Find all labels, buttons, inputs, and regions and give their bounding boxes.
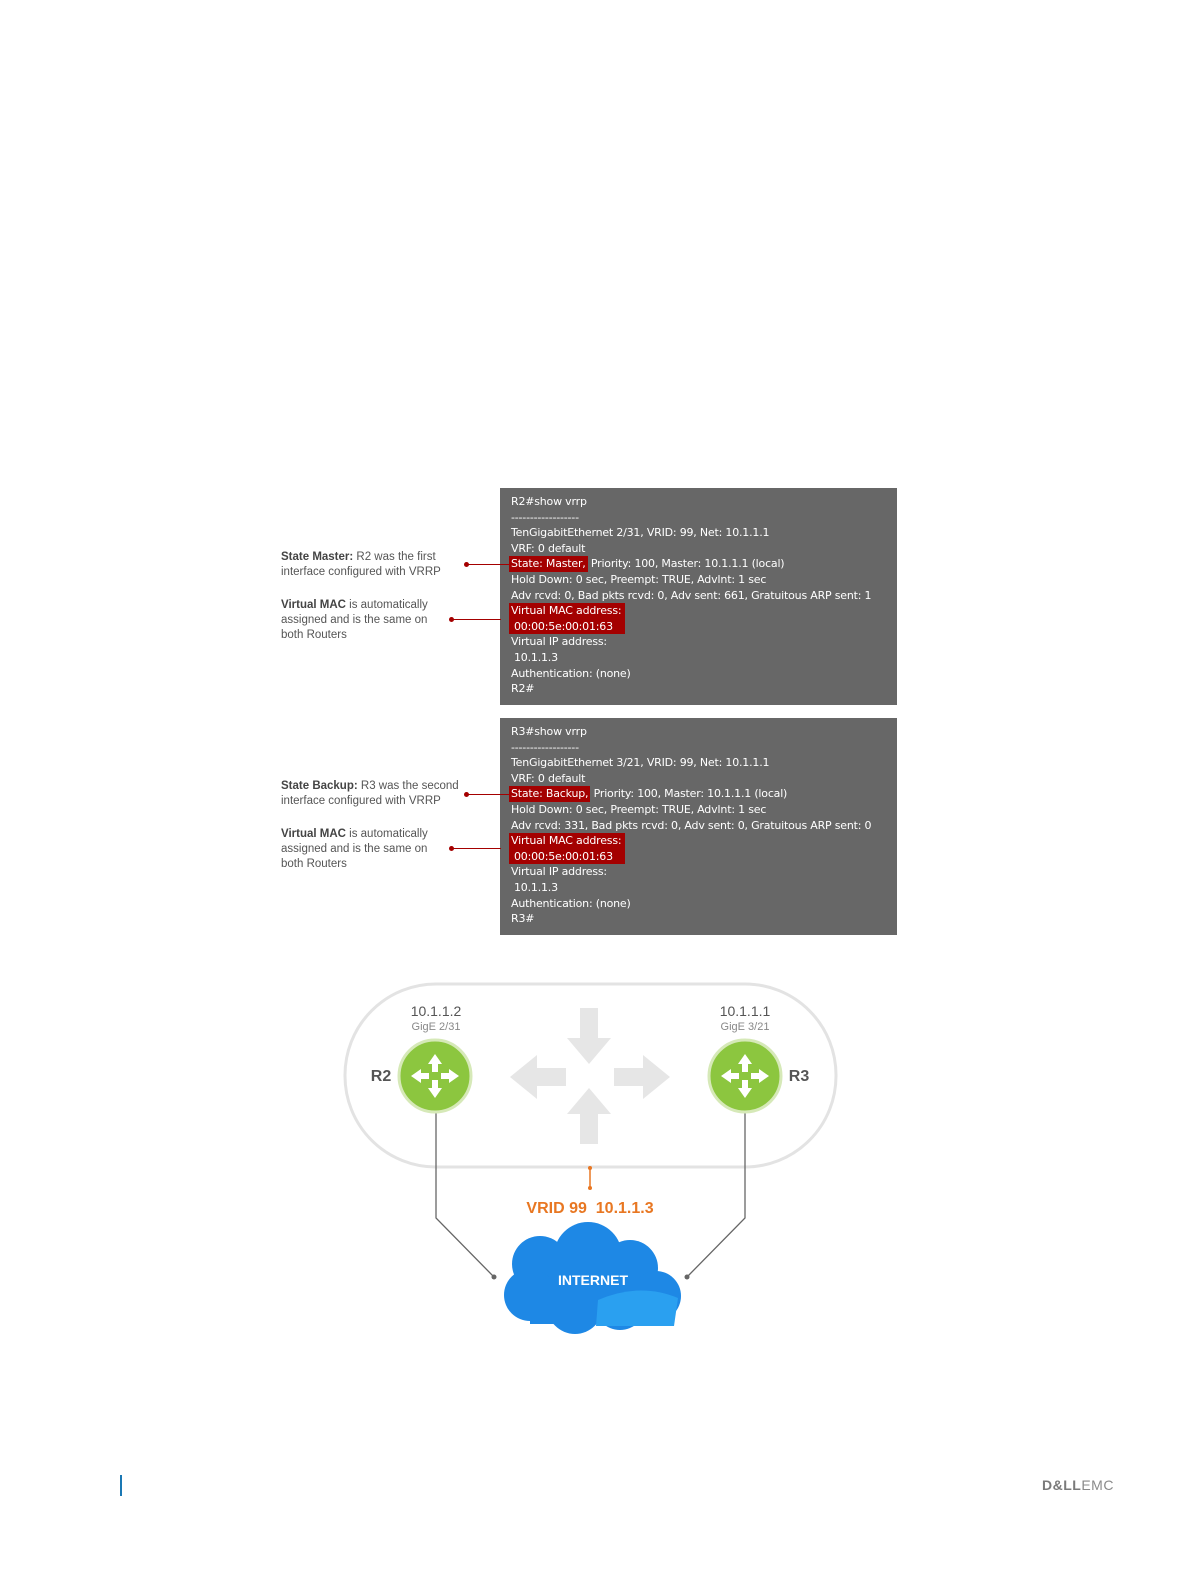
- r3-auth: Authentication: (none): [511, 896, 631, 910]
- callout-title: State Backup:: [281, 780, 358, 792]
- r3-adv: Adv rcvd: 331, Bad pkts rcvd: 0, Adv sen…: [511, 818, 872, 832]
- callout-text: both Routers: [281, 629, 347, 641]
- r2-state-rest: Priority: 100, Master: 10.1.1.1 (local): [587, 557, 785, 571]
- callout-text: assigned and is the same on: [281, 614, 428, 626]
- page-footer-bar: [120, 1475, 122, 1496]
- callout-text: interface configured with VRRP: [281, 566, 441, 578]
- r3-ip-label: 10.1.1.1: [720, 1003, 771, 1019]
- r3-interface: TenGigabitEthernet 3/21, VRID: 99, Net: …: [511, 756, 770, 770]
- logo-emc: EMC: [1081, 1477, 1114, 1493]
- r3-port-label: GigE 3/21: [721, 1021, 770, 1033]
- callout-text: interface configured with VRRP: [281, 795, 441, 807]
- r2-prompt: R2#show vrrp: [511, 495, 587, 508]
- r2-state-highlight: State: Master,: [509, 556, 588, 572]
- r3-vmac-highlight: Virtual MAC address: 00:00:5e:00:01:63: [509, 833, 626, 865]
- r3-end-prompt: R3#: [511, 912, 535, 926]
- r2-vip-label: Virtual IP address:: [511, 635, 607, 649]
- r3-state-highlight: State: Backup,: [509, 786, 591, 802]
- callout-text: assigned and is the same on: [281, 843, 428, 855]
- r3-state-rest: Priority: 100, Master: 10.1.1.1 (local): [590, 787, 788, 801]
- r3-uplink-dot: [684, 1274, 690, 1280]
- callout-state-master: State Master: R2 was the first interface…: [281, 550, 471, 580]
- r3-router-icon: [707, 1038, 783, 1114]
- r2-dashes: ------------------: [511, 510, 579, 524]
- callout-text: R2 was the first: [353, 551, 436, 563]
- leader-line-vmac-r2: [452, 619, 501, 620]
- r2-vmac-label: Virtual MAC address:: [511, 604, 622, 618]
- r3-uplink-line: [686, 1110, 746, 1278]
- internet-cloud-icon: [504, 1222, 681, 1334]
- r3-vmac-label: Virtual MAC address:: [511, 834, 622, 848]
- leader-dot: [464, 562, 469, 567]
- r2-hold: Hold Down: 0 sec, Preempt: TRUE, AdvInt:…: [511, 572, 767, 586]
- r3-vmac-value: 00:00:5e:00:01:63: [514, 849, 613, 863]
- r3-vip-label: Virtual IP address:: [511, 865, 607, 879]
- callout-title: State Master:: [281, 551, 354, 563]
- r2-uplink-line: [435, 1110, 495, 1278]
- internet-label: INTERNET: [558, 1272, 628, 1288]
- r2-name-label: R2: [371, 1068, 392, 1085]
- r2-vip-value: 10.1.1.3: [514, 650, 558, 664]
- callout-text: is automatically: [345, 599, 428, 611]
- callout-text: R3 was the second: [357, 780, 459, 792]
- r3-vip-value: 10.1.1.3: [514, 880, 558, 894]
- r3-name-label: R3: [789, 1068, 810, 1085]
- r2-vmac-value: 00:00:5e:00:01:63: [514, 619, 613, 633]
- leader-line-vmac-r3: [452, 848, 501, 849]
- leader-line-state-master: [467, 564, 511, 565]
- vrid-label: VRID 99 10.1.1.3: [526, 1200, 653, 1217]
- leader-dot: [449, 617, 454, 622]
- callout-virtual-mac-r3: Virtual MAC is automatically assigned an…: [281, 827, 471, 872]
- callout-text: is automatically: [345, 828, 428, 840]
- vrid-connector-dot: [588, 1186, 592, 1190]
- vrid-connector-dot: [588, 1166, 592, 1170]
- leader-dot: [449, 846, 454, 851]
- r2-uplink-dot: [491, 1274, 497, 1280]
- leader-line-state-backup: [467, 794, 511, 795]
- callout-text: both Routers: [281, 858, 347, 870]
- r2-vmac-highlight: Virtual MAC address: 00:00:5e:00:01:63: [509, 603, 626, 635]
- callout-title: Virtual MAC: [281, 828, 346, 840]
- r3-terminal-output: R3#show vrrp ------------------ TenGigab…: [500, 718, 897, 935]
- r2-auth: Authentication: (none): [511, 666, 631, 680]
- callout-virtual-mac-r2: Virtual MAC is automatically assigned an…: [281, 598, 471, 643]
- r3-dashes: ------------------: [511, 740, 579, 754]
- r2-state-line: State: Master, Priority: 100, Master: 10…: [509, 556, 897, 572]
- leader-dot: [464, 792, 469, 797]
- r3-vrf: VRF: 0 default: [511, 771, 586, 785]
- logo-dell: D&LL: [1042, 1477, 1082, 1493]
- r2-interface: TenGigabitEthernet 2/31, VRID: 99, Net: …: [511, 526, 770, 540]
- r3-state-line: State: Backup, Priority: 100, Master: 10…: [509, 786, 897, 802]
- r2-port-label: GigE 2/31: [412, 1021, 461, 1033]
- dell-emc-logo: D&LLEMC: [1042, 1477, 1114, 1493]
- callout-state-backup: State Backup: R3 was the second interfac…: [281, 779, 471, 809]
- r2-vrf: VRF: 0 default: [511, 541, 586, 555]
- callout-title: Virtual MAC: [281, 599, 346, 611]
- r2-ip-label: 10.1.1.2: [411, 1003, 462, 1019]
- r2-end-prompt: R2#: [511, 682, 535, 696]
- virtual-router-arrows-icon: [510, 1008, 670, 1144]
- r3-prompt: R3#show vrrp: [511, 725, 587, 738]
- r3-hold: Hold Down: 0 sec, Preempt: TRUE, AdvInt:…: [511, 802, 767, 816]
- r2-adv: Adv rcvd: 0, Bad pkts rcvd: 0, Adv sent:…: [511, 588, 872, 602]
- r2-router-icon: [397, 1038, 473, 1114]
- r2-terminal-output: R2#show vrrp ------------------ TenGigab…: [500, 488, 897, 705]
